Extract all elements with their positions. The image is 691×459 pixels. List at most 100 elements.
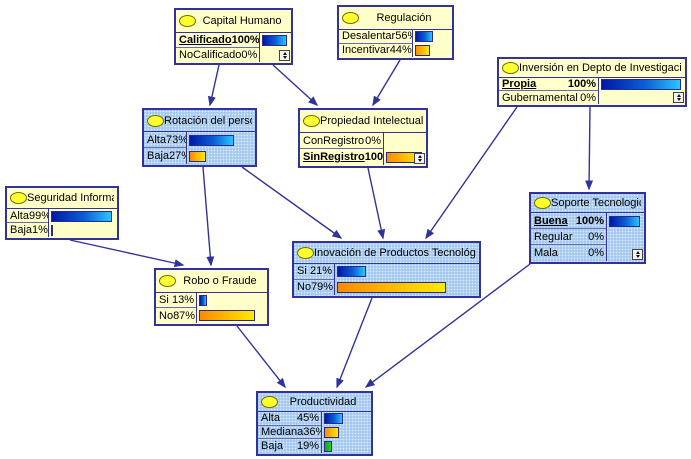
state-percent: 21% <box>309 265 332 278</box>
node-title-bar[interactable]: Robo o Fraude <box>156 270 267 293</box>
state-percent: 19% <box>296 440 319 453</box>
node-title: Propiedad Intelectual <box>320 115 423 127</box>
belief-bar-row[interactable] <box>599 78 685 91</box>
node-title-bar[interactable]: Inovación de Productos Tecnológicos <box>294 243 479 264</box>
edge-capital-humano-to-rotacion <box>207 64 220 107</box>
belief-bar <box>415 44 430 56</box>
node-soporte[interactable]: Soporte TecnologicosBuena100%Regular0%Ma… <box>529 192 646 264</box>
belief-bar-row[interactable] <box>49 223 117 237</box>
belief-bar-row[interactable] <box>607 213 644 229</box>
edge-capital-humano-to-propiedad <box>272 64 319 107</box>
expand-values-icon[interactable] <box>632 249 643 260</box>
belief-bar-row[interactable] <box>322 426 371 440</box>
belief-bar-row[interactable] <box>413 44 452 58</box>
expand-values-icon[interactable] <box>414 153 425 164</box>
expand-values-icon[interactable] <box>279 50 290 61</box>
node-title: Inversión en Depto de Investigación <box>519 62 682 74</box>
belief-bar <box>415 31 433 43</box>
belief-bar-row[interactable] <box>260 33 291 48</box>
state-row-productividad-alta[interactable]: Alta 45% <box>258 412 321 426</box>
belief-bar-row[interactable] <box>322 439 371 453</box>
state-percent: 45% <box>296 412 319 425</box>
belief-bar-row[interactable] <box>197 308 267 323</box>
state-name: Alta <box>261 412 280 425</box>
state-name: No <box>159 309 174 322</box>
belief-bar-row[interactable] <box>187 132 255 148</box>
state-bar-column <box>322 412 371 453</box>
node-ellipse-icon <box>303 115 320 127</box>
node-title-bar[interactable]: Propiedad Intelectual <box>300 110 426 133</box>
state-percent: 0% <box>588 230 604 243</box>
belief-bar <box>199 295 207 306</box>
node-title-bar[interactable]: Regulación <box>339 7 452 30</box>
belief-bar-row[interactable] <box>607 229 644 245</box>
node-ellipse-icon <box>10 192 27 204</box>
belief-bar-row[interactable] <box>335 264 479 280</box>
node-title-bar[interactable]: Productividad <box>258 393 371 412</box>
node-title-bar[interactable]: Soporte Tecnologicos <box>531 194 644 213</box>
state-percent: 27% <box>169 150 186 162</box>
edge-rotacion-to-robo <box>202 166 215 267</box>
belief-bar <box>337 266 366 278</box>
edge-robo-to-productividad <box>236 325 286 389</box>
belief-bar-row[interactable] <box>335 280 479 296</box>
node-title: Rotación del persona <box>164 114 252 127</box>
belief-bar-row[interactable] <box>413 30 452 44</box>
node-inovacion[interactable]: Inovación de Productos TecnológicosSi21%… <box>292 241 481 298</box>
belief-bar-row[interactable] <box>322 412 371 426</box>
belief-bar <box>601 79 681 90</box>
state-percent: 73% <box>165 133 186 146</box>
expand-values-icon[interactable] <box>673 92 684 103</box>
node-title-bar[interactable]: Inversión en Depto de Investigación <box>499 59 685 78</box>
state-name: Mala <box>534 247 558 259</box>
node-title-bar[interactable]: Seguridad Informatica <box>7 188 117 209</box>
state-name: Baja <box>147 150 170 162</box>
edge-inovacion-to-productividad <box>336 297 373 389</box>
belief-bar-row[interactable] <box>384 133 426 149</box>
belief-bar-row[interactable] <box>187 148 255 164</box>
edge-propiedad-to-inovacion <box>367 167 386 240</box>
state-bar-column <box>607 213 644 261</box>
belief-bar-row[interactable] <box>197 293 267 308</box>
node-title-bar[interactable]: Rotación del persona <box>144 110 255 132</box>
node-ellipse-icon <box>179 15 196 27</box>
node-title-bar[interactable]: Capital Humano <box>176 10 291 33</box>
belief-bar-row[interactable] <box>49 209 117 223</box>
node-title: Robo o Fraude <box>183 275 257 287</box>
edge-soporte-to-productividad <box>364 263 531 388</box>
